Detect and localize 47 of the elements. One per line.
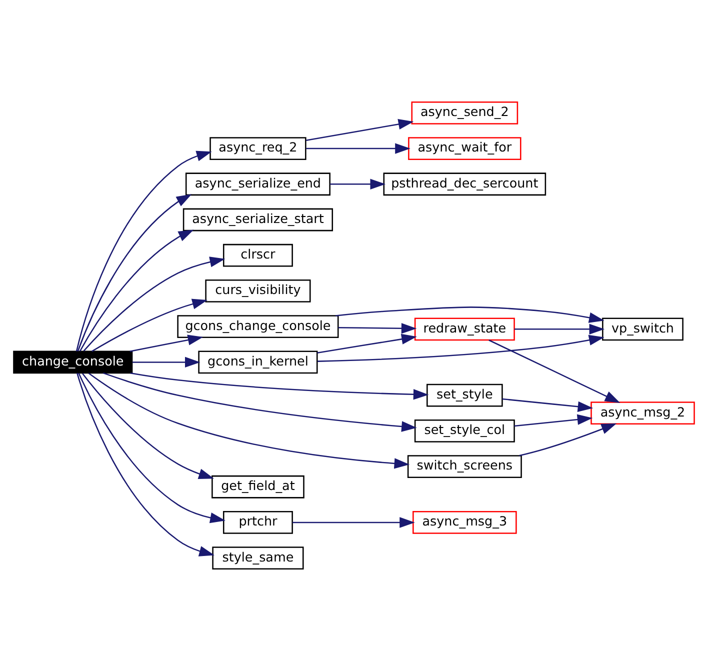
node-box: set_style [426, 384, 503, 407]
arrow [79, 230, 194, 352]
arrow [292, 517, 415, 528]
arrow [132, 356, 200, 368]
node-box: change_console [13, 350, 133, 374]
arrow [306, 143, 410, 154]
node-box: async_req_2 [210, 137, 306, 160]
node-box: async_send_2 [411, 101, 518, 124]
arrow [103, 372, 417, 432]
node-box: get_field_at [212, 475, 304, 498]
arrow [88, 372, 410, 469]
arrow [330, 178, 386, 190]
node-box: clrscr [222, 244, 293, 267]
node-box: async_msg_2 [590, 402, 695, 425]
node-box: psthread_dec_sercount [383, 172, 546, 196]
arrow [76, 150, 212, 352]
arrow [338, 323, 417, 334]
arrow [77, 194, 192, 352]
arrow [83, 256, 226, 352]
arrow [514, 324, 605, 334]
arrow [76, 372, 215, 556]
arrow [519, 423, 617, 456]
arrow [336, 306, 604, 323]
node-box: set_style_col [414, 419, 515, 442]
arrow [92, 298, 208, 352]
node-box: curs_visibility [205, 280, 311, 302]
node-box: prtchr [222, 511, 293, 534]
arrow [130, 372, 429, 400]
arrow [318, 334, 604, 362]
node-box: switch_screens [407, 455, 522, 478]
arrow [502, 398, 594, 412]
node-box: style_same [212, 546, 304, 570]
node-box: async_serialize_start [182, 208, 333, 232]
arrow [317, 334, 417, 354]
arrow [306, 118, 414, 141]
arrow [488, 340, 620, 403]
node-box: async_wait_for [408, 137, 522, 160]
arrow [78, 372, 226, 524]
node-box: async_msg_3 [412, 511, 517, 534]
node-box: gcons_in_kernel [198, 350, 318, 374]
arrow [514, 414, 593, 427]
arrow [130, 334, 204, 352]
node-box: redraw_state [414, 318, 515, 341]
node-box: async_serialize_end [185, 172, 330, 196]
node-box: gcons_change_console [177, 315, 339, 338]
arrow [82, 373, 214, 480]
node-box: vp_switch [602, 318, 684, 341]
